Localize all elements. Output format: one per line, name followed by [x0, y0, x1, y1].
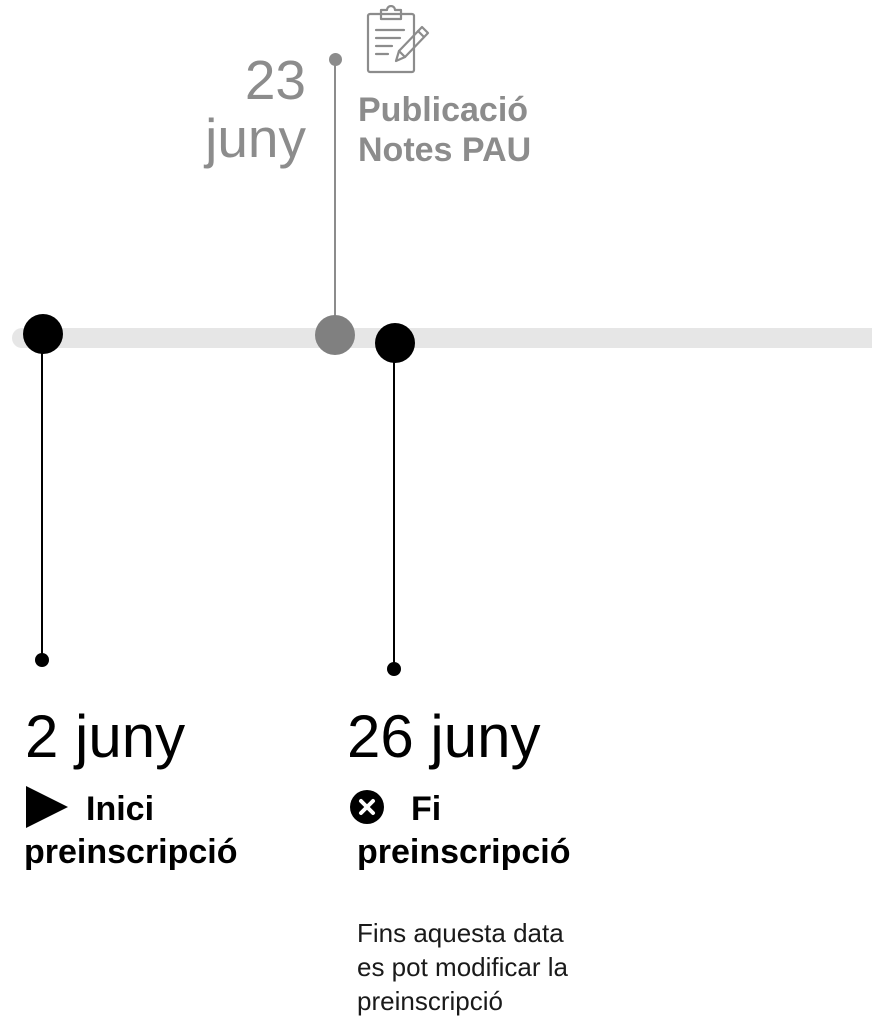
- event-title-line: Fi: [411, 790, 442, 828]
- event-title-line: preinscripció: [357, 833, 571, 872]
- event-date-day: 23: [244, 49, 306, 111]
- event-date-notes: 23 juny: [150, 49, 306, 169]
- timeline-marker-notes: [315, 315, 355, 355]
- play-icon: [24, 784, 70, 830]
- event-title-line: Inici: [86, 790, 155, 828]
- timeline-stem-notes: [334, 60, 336, 322]
- event-date-start: 2 juny: [25, 703, 186, 770]
- event-date-end: 26 juny: [347, 703, 541, 770]
- event-note-line: Fins aquesta data: [357, 918, 564, 948]
- event-date-month: juny: [205, 106, 306, 169]
- x-circle-icon: [349, 789, 385, 825]
- event-title-line: Notes PAU: [358, 131, 532, 170]
- event-note-line: preinscripció: [357, 985, 503, 1016]
- timeline-track: [12, 328, 872, 348]
- timeline-stem-start: [41, 340, 43, 658]
- timeline-stem-end: [393, 350, 395, 668]
- timeline-stem-end-dot: [329, 53, 342, 66]
- event-title-end: Fi preinscripció: [350, 788, 571, 874]
- timeline-marker-start: [23, 314, 63, 354]
- event-title-line: Publicació: [358, 91, 529, 129]
- timeline-stem-end-dot: [387, 662, 401, 676]
- timeline-marker-end: [375, 323, 415, 363]
- event-title-notes: Publicació Notes PAU: [358, 90, 531, 170]
- event-note-line: es pot modificar la: [357, 951, 568, 982]
- clipboard-edit-icon: [362, 4, 432, 75]
- event-title-start: Inici preinscripció: [24, 786, 238, 874]
- timeline-stem-end-dot: [35, 653, 49, 667]
- event-title-line: preinscripció: [24, 833, 238, 872]
- event-note-end: Fins aquesta data es pot modificar la pr…: [357, 917, 657, 1018]
